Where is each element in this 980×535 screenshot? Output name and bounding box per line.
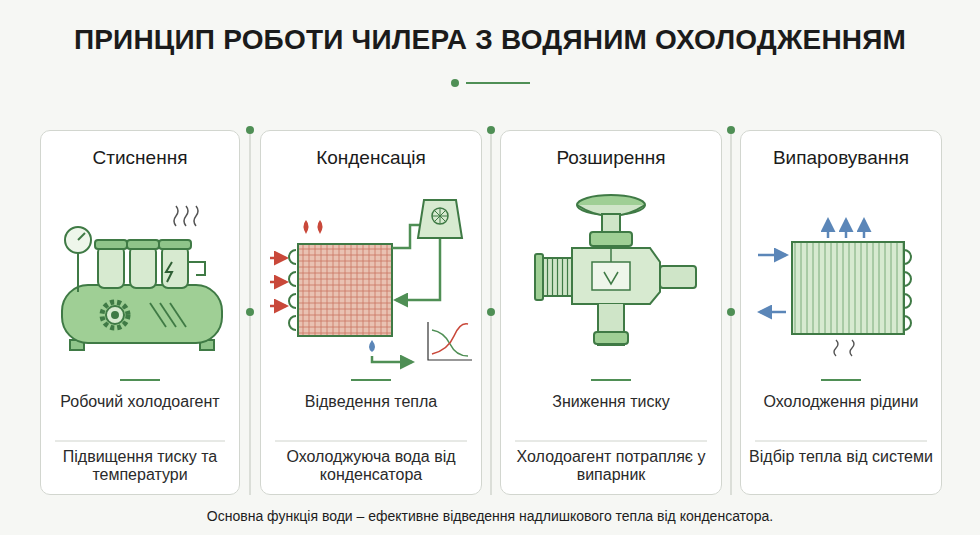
step-detail: Підвищення тиску та температури: [47, 448, 233, 485]
step-result: Відведення тепла: [267, 393, 475, 411]
step-detail: Охолоджуюча вода від конденсатора: [267, 448, 475, 485]
process-panel: ВипаровуванняОхолодження рідиниВідбір те…: [740, 130, 942, 495]
condenser-drawing: [270, 200, 472, 362]
step-heading: Розширення: [507, 147, 715, 169]
process-panel: СтисненняРобочий холодоагентПідвищення т…: [40, 130, 240, 495]
process-panel: РозширенняЗниження тискуХолодоагент потр…: [500, 130, 722, 495]
step-result: Зниження тиску: [507, 393, 715, 411]
valve-drawing: [535, 195, 696, 345]
step-heading: Випаровування: [747, 147, 935, 169]
step-detail: Холодоагент потрапляє у випарник: [507, 448, 715, 485]
step-result: Охолодження рідини: [747, 393, 935, 411]
step-heading: Конденсація: [267, 147, 475, 169]
step-detail: Відбір тепла від системи: [747, 448, 935, 466]
step-result: Робочий холодоагент: [47, 393, 233, 411]
evaporator-drawing: [758, 220, 911, 356]
step-heading: Стиснення: [47, 147, 233, 169]
compressor-drawing: [62, 206, 222, 350]
title: ПРИНЦИП РОБОТИ ЧИЛЕРА З ВОДЯНИМ ОХОЛОДЖЕ…: [10, 24, 970, 56]
caption: Основна функція води – ефективне відведе…: [10, 508, 970, 524]
process-panel: КонденсаціяВідведення теплаОхолоджуюча в…: [260, 130, 482, 495]
